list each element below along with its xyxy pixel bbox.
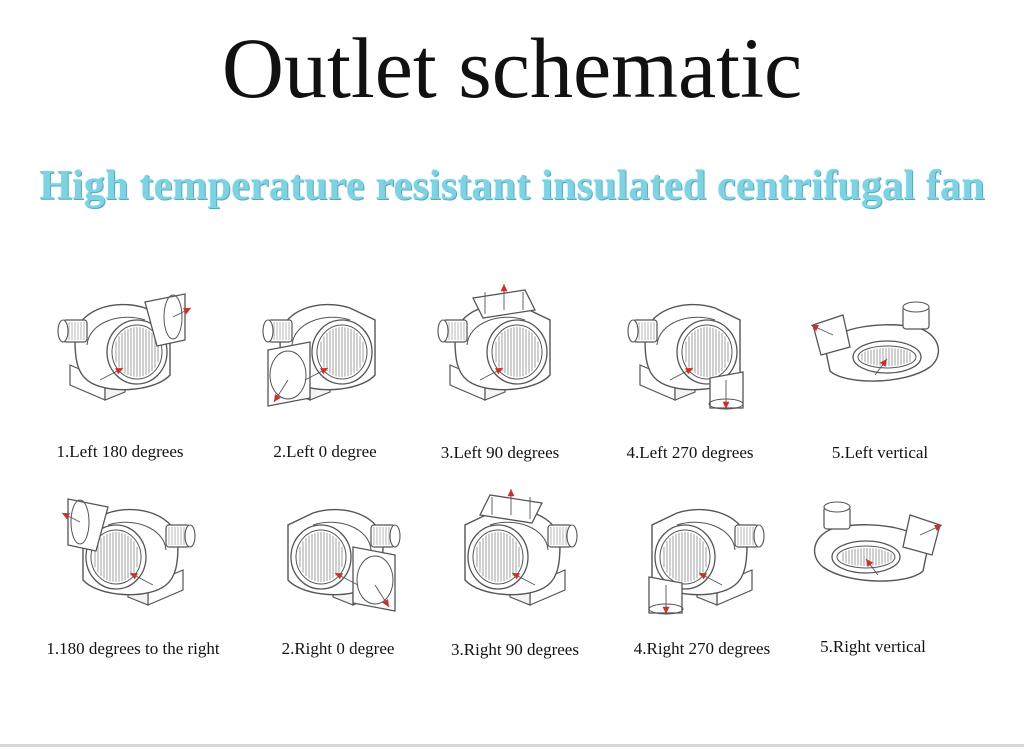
fan-label: 5.Left vertical [831, 443, 929, 462]
fan-right-270-icon [627, 485, 777, 615]
fan-label: 2.Right 0 degree [281, 639, 395, 658]
fan-right-0-icon [263, 485, 413, 615]
fan-right-vertical-icon [798, 485, 948, 615]
fan-left-180-icon [45, 280, 195, 410]
fan-label: 4.Right 270 degrees [633, 639, 771, 658]
fan-right-90-icon [440, 485, 590, 615]
fan-left-vertical-icon [805, 285, 955, 415]
fan-label: 3.Right 90 degrees [451, 640, 579, 659]
page-title: Outlet schematic [221, 20, 803, 116]
fan-left-0-icon [250, 280, 400, 410]
fan-label: 5.Right vertical [820, 637, 926, 656]
fan-left-90-icon [425, 280, 575, 410]
fan-label: 4.Left 270 degrees [626, 443, 754, 462]
fan-label: 3.Left 90 degrees [440, 443, 560, 462]
fan-label: 1.180 degrees to the right [46, 639, 220, 658]
page-subtitle: High temperature resistant insulated cen… [39, 163, 985, 209]
fan-left-270-icon [615, 280, 765, 410]
fan-label: 1.Left 180 degrees [56, 442, 184, 461]
fan-label: 2.Left 0 degree [273, 442, 377, 461]
bottom-divider [0, 744, 1024, 747]
fan-right-180-icon [58, 485, 208, 615]
